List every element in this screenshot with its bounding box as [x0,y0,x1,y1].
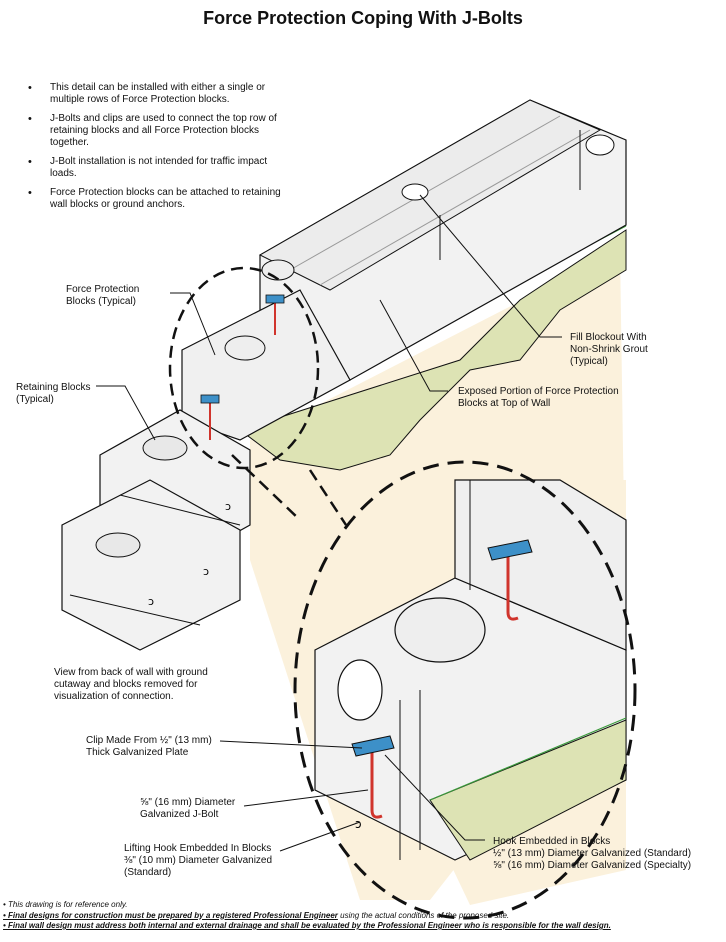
grout-blockout [224,335,266,361]
grout-blockout [401,183,429,201]
grout-blockout [95,532,141,558]
detail-block [454,479,627,651]
jbolt-hook [370,809,383,819]
detail-grass [429,719,627,861]
clip-plate [487,539,533,561]
retaining-block [61,479,241,651]
label-jbolt: ⅝" (16 mm) Diameter Galvanized J-Bolt [140,797,236,820]
label-exposed-portion: Exposed Portion of Force Protection Bloc… [458,386,619,409]
note-item: J-Bolt installation is not intended for … [28,156,288,180]
note-engineer: • Final designs for construction must be… [3,910,510,920]
clip-small [265,294,285,304]
grout-blockout [394,597,486,663]
notes-list: This detail can be installed with either… [28,82,288,218]
block-top-face [258,99,602,291]
detail-circle [293,460,637,920]
label-view-note: View from back of wall with ground cutaw… [54,667,208,702]
disclaimer-notes: • This drawing is for reference only. • … [3,900,723,932]
lifting-hook-icon: ↄ [148,595,154,608]
label-clip: Clip Made From ½" (13 mm) Thick Galvaniz… [86,735,212,758]
lifting-hook-icon: ↄ [203,565,209,578]
detail-callout-circle [168,266,320,470]
label-force-protection-blocks: Force Protection Blocks (Typical) [66,284,140,307]
note-item: This detail can be installed with either… [28,82,288,106]
page-title: Force Protection Coping With J-Bolts [203,8,523,28]
label-fill-blockout: Fill Blockout With Non-Shrink Grout (Typ… [570,332,648,367]
grout-blockout [261,259,295,281]
label-hook-embedded: Hook Embedded in Blocks ½" (13 mm) Diame… [493,836,692,871]
note-reference: • This drawing is for reference only. [3,900,128,909]
label-lifting-hook: Lifting Hook Embedded In Blocks ⅜" (10 m… [124,843,273,878]
grout-blockout [585,134,615,156]
note-item: Force Protection blocks can be attached … [28,187,288,211]
label-retaining-blocks: Retaining Blocks (Typical) [16,382,91,405]
grout-blockout [142,435,188,461]
clip-small [200,394,220,404]
lifting-hook-icon: ↄ [225,500,231,513]
grass-strip [238,229,627,471]
lifting-hook-icon: ↄ [355,817,362,831]
jbolt-hook [506,611,519,621]
clip-plate [351,735,395,757]
leader-lines [96,194,562,852]
grout-blockout [337,659,383,721]
note-drainage: • Final wall design must address both in… [3,921,611,930]
note-item: J-Bolts and clips are used to connect th… [28,113,288,149]
